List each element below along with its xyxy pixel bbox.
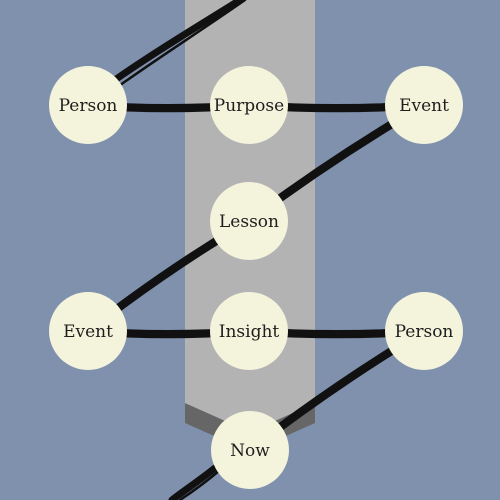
node-person-top: Person	[49, 66, 127, 144]
node-circle	[210, 292, 288, 370]
entry-connector	[108, 0, 247, 90]
node-label: Insight	[219, 322, 280, 342]
exit-connector	[168, 464, 222, 500]
node-label: Now	[230, 441, 270, 461]
node-label: Event	[399, 96, 449, 116]
node-event-bottom: Event	[49, 292, 127, 370]
node-person-bottom: Person	[385, 292, 463, 370]
node-now: Now	[211, 411, 289, 489]
node-label: Person	[395, 322, 454, 342]
node-label: Event	[63, 322, 113, 342]
node-circle	[49, 66, 127, 144]
node-circle	[385, 66, 463, 144]
node-circle	[210, 182, 288, 260]
node-circle	[210, 66, 288, 144]
node-circle	[49, 292, 127, 370]
node-label: Purpose	[214, 96, 284, 116]
node-event-top: Event	[385, 66, 463, 144]
band-arrow-fill	[185, 360, 315, 432]
node-circle	[385, 292, 463, 370]
node-purpose: Purpose	[210, 66, 288, 144]
node-lesson: Lesson	[210, 182, 288, 260]
node-label: Person	[59, 96, 118, 116]
node-label: Lesson	[219, 212, 279, 232]
node-insight: Insight	[210, 292, 288, 370]
node-circle	[211, 411, 289, 489]
